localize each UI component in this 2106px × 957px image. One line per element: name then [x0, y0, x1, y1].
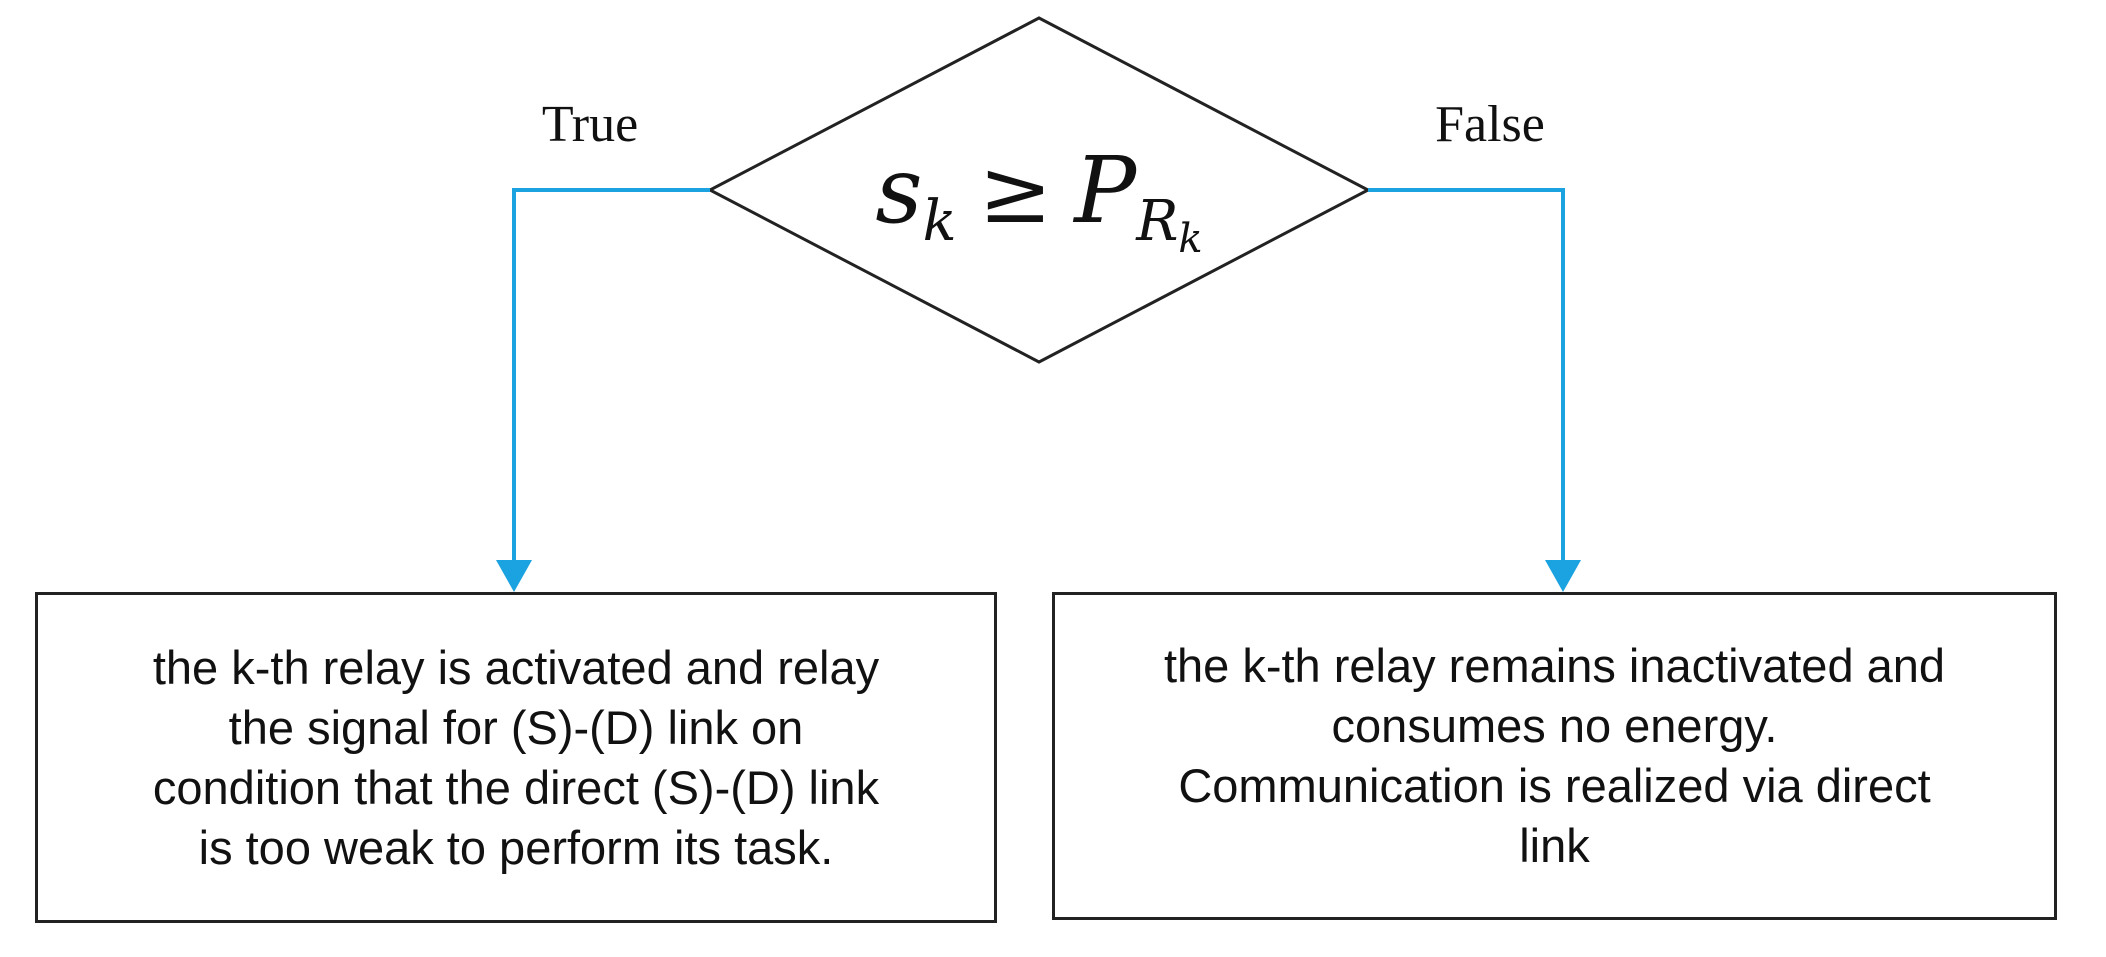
false-outcome-line: Communication is realized via direct — [1178, 759, 1931, 812]
true-branch-label: True — [542, 96, 638, 153]
false-outcome-line: consumes no energy. — [1331, 699, 1778, 752]
false-outcome-line: link — [1519, 819, 1590, 872]
false-arrowhead — [1545, 560, 1581, 592]
false-branch-label: False — [1435, 96, 1545, 153]
true-connector — [512, 188, 710, 560]
true-outcome-line: is too weak to perform its task. — [198, 820, 834, 874]
decision-diamond — [706, 16, 1372, 364]
false-outcome-line: the k-th relay remains inactivated and — [1163, 639, 1946, 692]
true-arrowhead — [496, 560, 532, 592]
false-outcome-text: the k-th relay remains inactivated and c… — [1164, 636, 1945, 876]
true-outcome-line: the signal for (S)-(D) link on — [228, 700, 804, 754]
true-outcome-line: condition that the direct (S)-(D) link — [152, 760, 880, 814]
true-outcome-line: the k-th relay is activated and relay — [152, 640, 880, 694]
true-outcome-box: the k-th relay is activated and relay th… — [35, 592, 997, 923]
false-connector — [1368, 188, 1565, 560]
false-outcome-box: the k-th relay remains inactivated and c… — [1052, 592, 2057, 920]
decision-condition: sk≥PRk — [875, 137, 1202, 262]
true-outcome-text: the k-th relay is activated and relay th… — [153, 638, 879, 878]
